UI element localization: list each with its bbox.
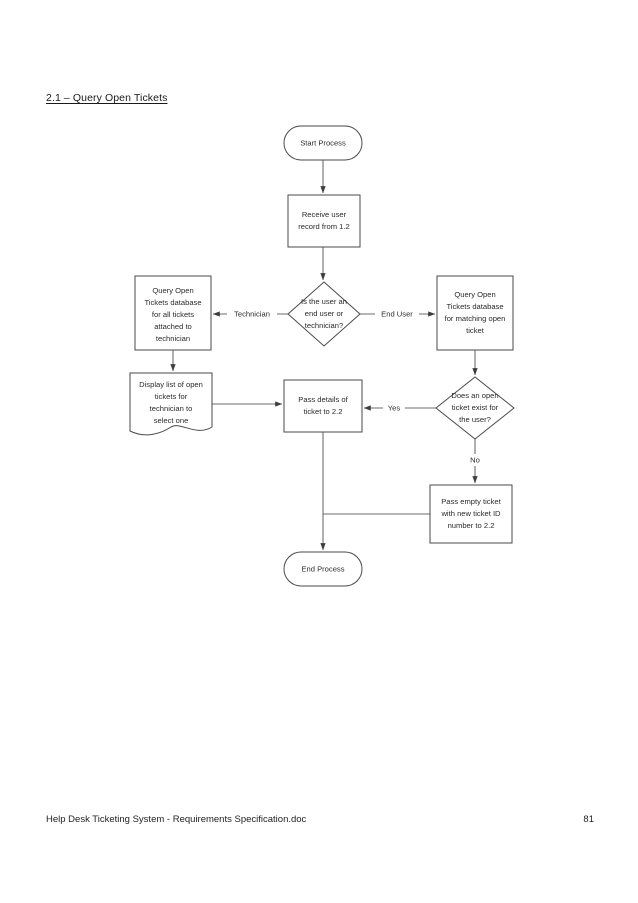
node-ticket-exists-decision[interactable]: Does an open ticket exist for the user? (435, 376, 515, 440)
node-label-line-3: technician? (305, 321, 343, 330)
process-shape (436, 275, 514, 351)
node-label-line-3: for all tickets (152, 310, 194, 319)
footer-document-name: Help Desk Ticketing System - Requirement… (46, 814, 307, 825)
edge-label-layer: Technician End User Yes No (227, 308, 486, 466)
node-label-line-2: ticket to 2.2 (304, 407, 343, 416)
node-label-line-1: Pass empty ticket (441, 497, 501, 506)
decision-shape (287, 281, 361, 347)
edge-label-technician-bg (227, 308, 277, 320)
edge-label-technician: Technician (234, 310, 270, 319)
page-title: 2.1 – Query Open Tickets (46, 92, 168, 104)
node-label-line-3: for matching open (445, 314, 506, 323)
edge-label-no-bg (464, 454, 486, 466)
node-label-line-3: the user? (459, 415, 491, 424)
footer-page-number: 81 (583, 814, 594, 825)
node-label-line-2: ticket exist for (452, 403, 499, 412)
node-label-line-2: Tickets database (446, 302, 503, 311)
edge-label-no: No (470, 456, 480, 465)
page-footer: Help Desk Ticketing System - Requirement… (0, 814, 638, 832)
node-label-line-2: with new ticket ID (440, 509, 501, 518)
node-receive-user-record[interactable]: Receive user record from 1.2 (287, 194, 361, 248)
process-shape (134, 275, 212, 351)
decision-shape (435, 376, 515, 440)
edge-label-end-user-bg (375, 308, 419, 320)
node-start-process[interactable]: Start Process (283, 125, 363, 161)
edge-label-yes: Yes (388, 404, 401, 413)
process-shape (429, 484, 513, 544)
node-pass-ticket-details[interactable]: Pass details of ticket to 2.2 (283, 379, 363, 433)
node-label-line-4: attached to (154, 322, 192, 331)
node-label-line-2: record from 1.2 (298, 222, 350, 231)
node-label: End Process (301, 565, 344, 574)
node-query-technician-tickets[interactable]: Query Open Tickets database for all tick… (134, 275, 212, 351)
node-pass-empty-ticket[interactable]: Pass empty ticket with new ticket ID num… (429, 484, 513, 544)
node-label-line-5: technician (156, 334, 190, 343)
node-label: Start Process (300, 139, 346, 148)
process-shape (283, 379, 363, 433)
node-query-end-user-tickets[interactable]: Query Open Tickets database for matching… (436, 275, 514, 351)
node-display-ticket-list[interactable]: Display list of open tickets for technic… (129, 372, 213, 436)
node-label-line-3: number to 2.2 (448, 521, 495, 530)
process-shape (287, 194, 361, 248)
node-label-line-2: tickets for (155, 392, 188, 401)
node-label-line-2: end user or (305, 309, 344, 318)
node-label-line-1: Does an open (451, 391, 498, 400)
node-label-line-4: ticket (466, 326, 485, 335)
node-label-line-1: Query Open (454, 290, 495, 299)
node-label-line-1: Pass details of (298, 395, 348, 404)
node-label-line-1: Is the user an (301, 297, 347, 306)
node-label-line-3: technician to (150, 404, 193, 413)
edge-label-end-user: End User (381, 310, 413, 319)
node-label-line-2: Tickets database (144, 298, 201, 307)
edge-label-yes-bg (383, 402, 405, 414)
node-label-line-4: select one (154, 416, 189, 425)
flowchart-svg: Technician End User Yes No Start Process… (129, 125, 515, 587)
document-shape (129, 372, 213, 436)
node-end-process[interactable]: End Process (283, 551, 363, 587)
terminator-shape (283, 125, 363, 161)
node-label-line-1: Receive user (302, 210, 347, 219)
node-user-type-decision[interactable]: Is the user an end user or technician? (287, 281, 361, 347)
node-label-line-1: Display list of open (139, 380, 203, 389)
terminator-shape (283, 551, 363, 587)
flowchart-diagram: Technician End User Yes No Start Process… (0, 105, 638, 605)
node-label-line-1: Query Open (152, 286, 193, 295)
